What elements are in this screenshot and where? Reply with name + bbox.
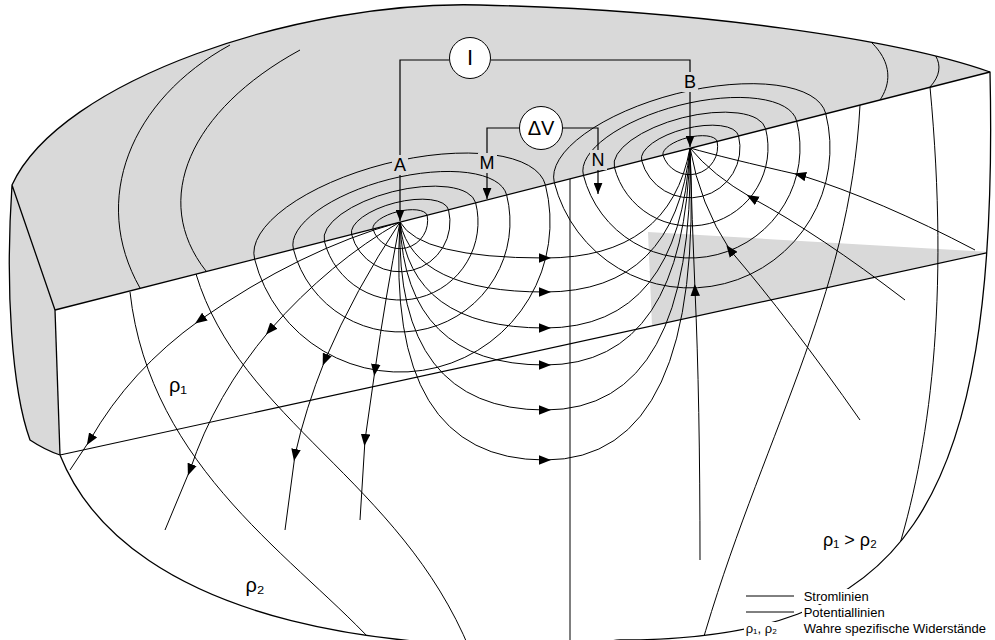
legend-symbol: ρ₁, ρ₂ [744,619,779,637]
surface-potential-lines [118,22,938,288]
current-line [285,222,400,530]
current-line [690,148,975,250]
potential-line [570,179,571,640]
current-line [400,148,690,328]
current-line [400,148,690,410]
electrode-label-text: M [478,153,497,174]
current-source-circle: I [449,37,491,79]
electrode-label-text: N [590,150,607,171]
electrode-label: M [478,153,497,174]
current-line [400,148,690,292]
resistivity-label-text: ρ₂ [243,574,266,597]
legend-text: Potentiallinien [802,605,887,620]
legend-resistivity: Wahre spezifische Widerstände [744,620,988,636]
legend-symbol-text: ρ₁, ρ₂ [744,622,779,637]
potential-line [700,105,860,640]
cross-section-face [55,72,991,640]
current-line [360,222,400,520]
current-wire [400,60,449,221]
legend: StromlinienPotentiallinienWahre spezifis… [744,588,988,636]
current-line [690,148,860,420]
node-text: I [467,46,473,70]
legend-potential-line: Potentiallinien [744,604,988,620]
body-outline [9,5,990,640]
current-line [400,148,690,258]
electrode-label-text: B [682,72,698,93]
voltmeter-circle: ΔV [519,106,563,150]
resistivity-label: ρ₁ [167,374,189,397]
current-line [690,148,700,560]
potential-line [118,45,230,288]
section-top-edge [55,72,990,310]
side-face [9,185,60,455]
electrode-label-text: A [392,155,408,176]
legend-sample [744,588,802,604]
potential-line [554,113,830,288]
legend-line [746,596,794,597]
current-line [165,222,400,530]
section-side-edge [55,310,60,455]
potential-line [196,274,470,640]
potential-line [895,87,938,560]
legend-line-sample [744,604,796,620]
potential-line [900,30,939,87]
legend-text: Stromlinien [802,589,871,604]
legend-text: Wahre spezifische Widerstände [802,621,988,636]
current-line [400,148,690,365]
electrode-label: A [392,155,408,176]
legend-sample [744,604,802,620]
electrode-wires [400,60,690,221]
legend-line-sample [744,588,796,604]
current-line [399,148,692,460]
layer-boundary [60,250,995,455]
electrode-label: N [590,150,607,171]
resistivity-label-text: ρ₁ [167,374,189,397]
legend-current-line: Stromlinien [744,588,988,604]
section-potential-lines [130,87,938,640]
electrode-label: B [682,72,698,93]
resistivity-label: ρ₂ [243,574,266,597]
potential-line [181,50,300,271]
potential-line [840,22,888,100]
resistivity-relation: ρ₁ > ρ₂ [821,530,879,551]
current-line [70,222,400,470]
resistivity-relation-text: ρ₁ > ρ₂ [821,530,879,551]
legend-line [746,612,794,613]
node-text: ΔV [528,117,555,139]
potential-line [130,292,380,640]
